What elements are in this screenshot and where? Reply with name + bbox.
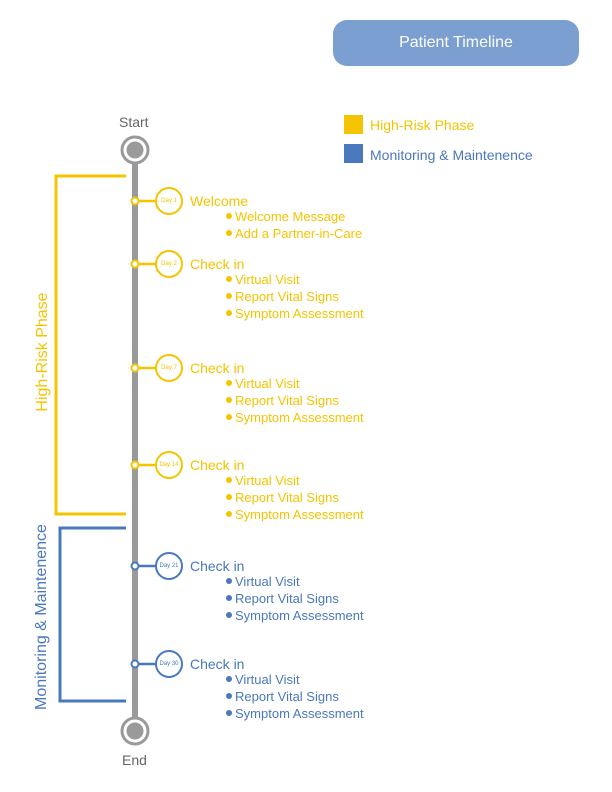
timeline-start-node-inner (126, 141, 144, 159)
task-item: Symptom Assessment (226, 706, 364, 722)
task-item: Symptom Assessment (226, 410, 364, 426)
task-item: Virtual Visit (226, 272, 300, 288)
task-label: Symptom Assessment (235, 608, 364, 623)
day-badge: Day 2 (155, 250, 183, 278)
task-label: Virtual Visit (235, 473, 300, 488)
timeline-start-label: Start (119, 114, 149, 130)
task-item: Add a Partner-in-Care (226, 226, 362, 242)
milestone-node (130, 561, 140, 571)
milestone-title: Check in (190, 656, 245, 672)
day-badge-label: Day 1 (161, 198, 177, 204)
timeline-end-label: End (122, 752, 147, 768)
task-label: Welcome Message (235, 209, 346, 224)
bullet-icon (226, 397, 232, 403)
task-label: Add a Partner-in-Care (235, 226, 363, 241)
task-item: Report Vital Signs (226, 393, 339, 409)
bullet-icon (226, 710, 232, 716)
task-label: Virtual Visit (235, 672, 300, 687)
day-badge-label: Day 14 (159, 462, 179, 468)
day-badge: Day 14 (155, 451, 183, 479)
milestone-node (130, 460, 140, 470)
bullet-icon (226, 380, 232, 386)
bullet-icon (226, 310, 232, 316)
milestone-title: Welcome (190, 193, 249, 209)
milestone-title: Check in (190, 558, 245, 574)
task-label: Report Vital Signs (235, 591, 339, 606)
bullet-icon (226, 230, 232, 236)
bullet-icon (226, 276, 232, 282)
task-item: Report Vital Signs (226, 490, 339, 506)
task-label: Symptom Assessment (235, 410, 364, 425)
day-badge: Day 1 (155, 187, 183, 215)
day-badge-label: Day 7 (161, 365, 177, 371)
bullet-icon (226, 511, 232, 517)
milestone-node (130, 196, 140, 206)
milestone-node (130, 363, 140, 373)
bullet-icon (226, 213, 232, 219)
task-item: Report Vital Signs (226, 591, 339, 607)
phase-label-high-risk: High-Risk Phase (34, 292, 51, 412)
task-label: Report Vital Signs (235, 490, 339, 505)
phase-label-monitoring: Monitoring & Maintenence (33, 524, 50, 710)
bullet-icon (226, 293, 232, 299)
task-item: Virtual Visit (226, 473, 300, 489)
day-badge: Day 30 (155, 650, 183, 678)
task-item: Symptom Assessment (226, 608, 364, 624)
bullet-icon (226, 612, 232, 618)
timeline-end-node-inner (126, 722, 144, 740)
task-label: Symptom Assessment (235, 706, 364, 721)
bullet-icon (226, 477, 232, 483)
task-label: Virtual Visit (235, 376, 300, 391)
task-label: Report Vital Signs (235, 289, 339, 304)
phase-bracket-high-risk (54, 174, 126, 516)
bullet-icon (226, 578, 232, 584)
task-label: Virtual Visit (235, 574, 300, 589)
task-item: Report Vital Signs (226, 289, 339, 305)
legend-swatch-high-risk (344, 115, 363, 134)
day-badge-label: Day 2 (161, 261, 177, 267)
task-item: Symptom Assessment (226, 306, 364, 322)
day-badge-label: Day 30 (159, 661, 179, 667)
task-item: Symptom Assessment (226, 507, 364, 523)
milestone-title: Check in (190, 457, 245, 473)
task-item: Virtual Visit (226, 672, 300, 688)
task-item: Virtual Visit (226, 574, 300, 590)
legend-label-monitoring: Monitoring & Maintenence (370, 147, 533, 163)
phase-bracket-monitoring (58, 526, 126, 703)
task-item: Report Vital Signs (226, 689, 339, 705)
task-label: Symptom Assessment (235, 507, 364, 522)
day-badge-label: Day 21 (159, 563, 179, 569)
day-badge: Day 7 (155, 354, 183, 382)
milestone-node (130, 659, 140, 669)
bullet-icon (226, 414, 232, 420)
task-item: Virtual Visit (226, 376, 300, 392)
milestone-node (130, 259, 140, 269)
bullet-icon (226, 494, 232, 500)
bullet-icon (226, 676, 232, 682)
page-title: Patient Timeline (333, 20, 579, 66)
bullet-icon (226, 693, 232, 699)
task-label: Report Vital Signs (235, 689, 339, 704)
bullet-icon (226, 595, 232, 601)
milestone-title: Check in (190, 360, 245, 376)
milestone-title: Check in (190, 256, 245, 272)
day-badge: Day 21 (155, 552, 183, 580)
legend-swatch-monitoring (344, 144, 363, 163)
legend-label-high-risk: High-Risk Phase (370, 117, 475, 133)
task-item: Welcome Message (226, 209, 345, 225)
task-label: Report Vital Signs (235, 393, 339, 408)
task-label: Virtual Visit (235, 272, 300, 287)
task-label: Symptom Assessment (235, 306, 364, 321)
